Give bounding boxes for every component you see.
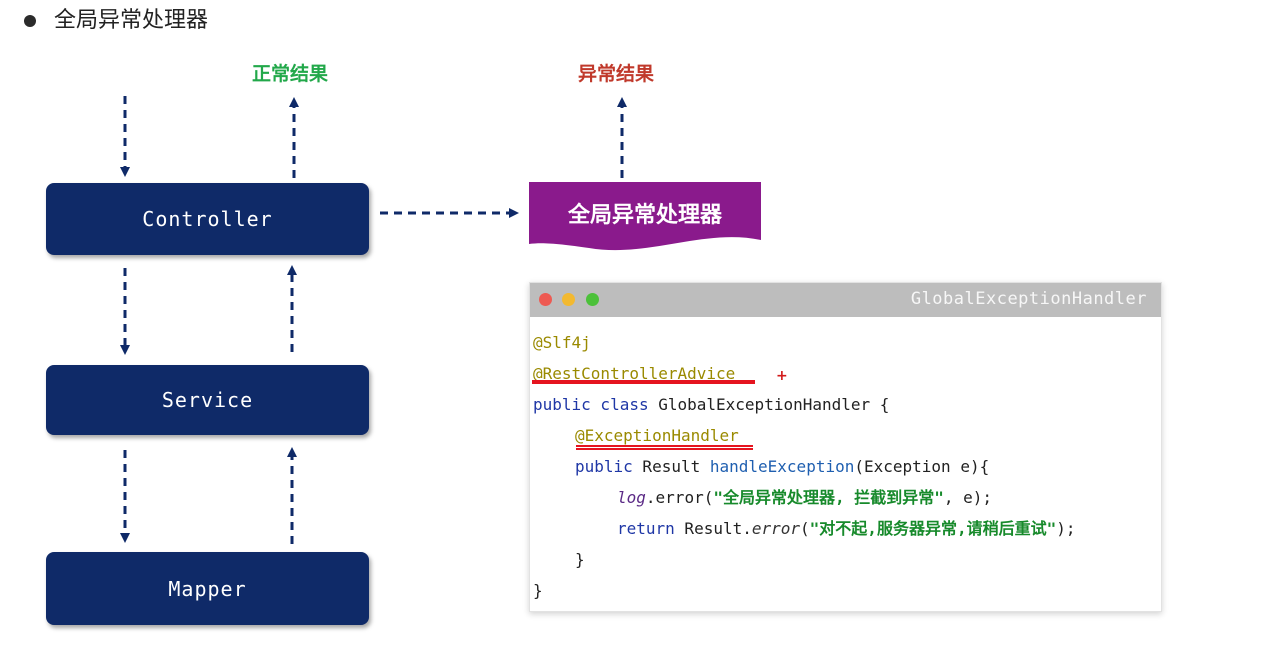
maximize-dot-icon [586, 293, 599, 306]
code-line: } [533, 544, 1161, 575]
handler-banner-shape [529, 182, 761, 251]
code-method-name: handleException [709, 457, 855, 476]
code-text: .error( [645, 488, 714, 507]
annotation-exception-handler: @ExceptionHandler [575, 426, 739, 445]
code-text: ); [1056, 519, 1076, 538]
plus-mark: + [776, 368, 788, 384]
code-text: } [533, 581, 543, 600]
code-text: Result. [674, 519, 752, 538]
code-log-var: log [617, 488, 646, 507]
close-dot-icon [539, 293, 552, 306]
code-text: GlobalExceptionHandler { [648, 395, 890, 414]
code-keyword: public [575, 457, 633, 476]
exception-result-label: 异常结果 [578, 63, 655, 85]
code-text: , e); [943, 488, 993, 507]
annotation-slf4j: @Slf4j [533, 333, 591, 352]
window-title: GlobalExceptionHandler [910, 289, 1147, 309]
code-string: "全局异常处理器, 拦截到异常" [713, 488, 944, 507]
global-exception-handler-box: 全局异常处理器 [529, 182, 761, 252]
code-text: } [575, 550, 585, 569]
highlight-underline [532, 380, 755, 384]
slide-title: 全局异常处理器 [54, 8, 209, 33]
bullet-icon [24, 15, 36, 27]
mapper-layer-box: Mapper [46, 552, 369, 625]
service-layer-box: Service [46, 365, 369, 435]
window-title-bar: GlobalExceptionHandler [530, 283, 1161, 317]
code-line: @ExceptionHandler [533, 420, 1161, 451]
code-line: @RestControllerAdvice [533, 358, 1161, 389]
code-keyword: return [617, 519, 675, 538]
handler-box-label: 全局异常处理器 [567, 203, 722, 228]
normal-result-label: 正常结果 [252, 63, 329, 85]
annotation-rest-controller-advice: @RestControllerAdvice [533, 364, 736, 383]
code-line: log.error("全局异常处理器, 拦截到异常", e); [533, 482, 1161, 513]
code-line: public Result handleException(Exception … [533, 451, 1161, 482]
code-text: ( [800, 519, 810, 538]
code-text: Result [632, 457, 710, 476]
code-method-name: error [751, 519, 801, 538]
code-string: "对不起,服务器异常,请稍后重试" [809, 519, 1057, 538]
controller-layer-box: Controller [46, 183, 369, 255]
highlight-underline [576, 445, 753, 450]
code-line: return Result.error("对不起,服务器异常,请稍后重试"); [533, 513, 1161, 544]
code-line: @Slf4j [533, 327, 1161, 358]
code-keyword: public class [533, 395, 649, 414]
code-text: (Exception e){ [854, 457, 990, 476]
minimize-dot-icon [562, 293, 575, 306]
code-window: GlobalExceptionHandler @Slf4j @RestContr… [529, 282, 1162, 612]
code-block: @Slf4j @RestControllerAdvice public clas… [533, 327, 1161, 606]
code-line: } [533, 575, 1161, 606]
code-line: public class GlobalExceptionHandler { [533, 389, 1161, 420]
